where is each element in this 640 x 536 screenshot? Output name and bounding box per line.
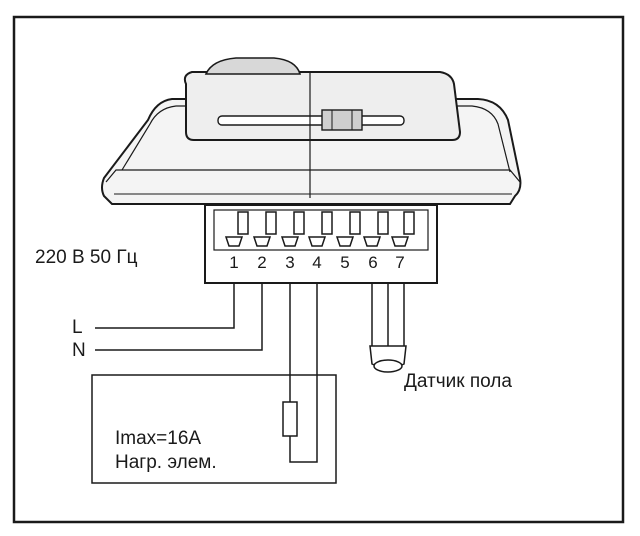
- terminal-number: 6: [368, 253, 377, 272]
- supply-voltage-label: 220 В 50 Гц: [35, 247, 138, 268]
- heating-element-resistor: [282, 401, 298, 437]
- wire-neutral: [95, 284, 263, 351]
- terminal-block-inner: [213, 209, 429, 251]
- load-current-label: Imax=16A: [115, 428, 201, 449]
- terminal-sockets: [224, 236, 410, 247]
- floor-sensor: [369, 284, 407, 373]
- terminal-screws: [237, 211, 415, 235]
- terminal-numbers: 1 2 3 4 5 6 7: [229, 253, 404, 272]
- plate-bottom-edge: [105, 169, 521, 183]
- front-slot: [217, 115, 405, 126]
- thermostat-device: [101, 57, 522, 284]
- wire-load-b: [289, 284, 318, 463]
- heating-element-label: Нагр. элем.: [115, 452, 217, 473]
- switch: [321, 109, 363, 131]
- control-knob: [204, 57, 302, 75]
- terminal-number: 4: [312, 253, 321, 272]
- neutral-label: N: [72, 340, 86, 361]
- terminal-number: 3: [285, 253, 294, 272]
- line-label: L: [72, 317, 83, 338]
- terminal-number: 5: [340, 253, 349, 272]
- floor-sensor-label: Датчик пола: [404, 371, 512, 392]
- terminal-number: 2: [257, 253, 266, 272]
- terminal-number: 7: [395, 253, 404, 272]
- wire-line: [95, 284, 235, 329]
- terminal-number: 1: [229, 253, 238, 272]
- load-box: [91, 374, 337, 484]
